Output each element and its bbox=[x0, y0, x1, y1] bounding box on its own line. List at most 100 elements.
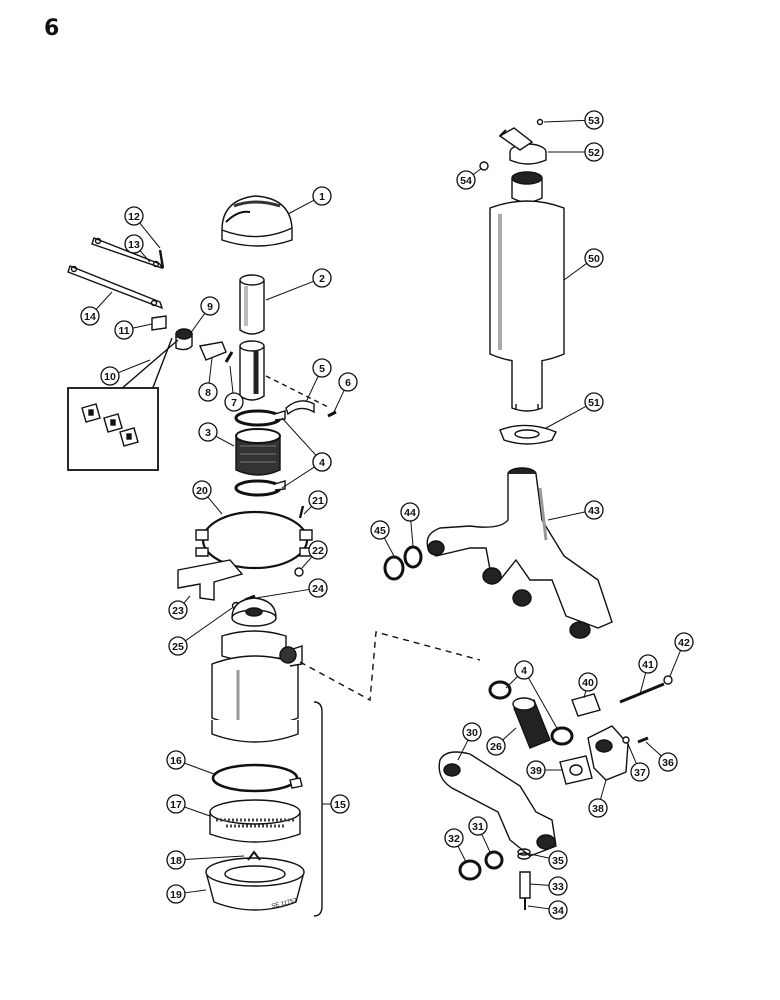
elbow-38 bbox=[587, 725, 629, 781]
leader-line bbox=[545, 405, 587, 429]
callout-c21: 21 bbox=[303, 490, 328, 515]
callout-c15: 15 bbox=[322, 794, 350, 814]
callout-c5: 5 bbox=[305, 358, 332, 403]
callout-number: 30 bbox=[466, 727, 478, 739]
gasket-44 bbox=[403, 545, 423, 569]
callout-number: 14 bbox=[84, 311, 96, 323]
bracket-8 bbox=[199, 341, 227, 361]
callout-circle bbox=[444, 828, 464, 848]
callout-c10: 10 bbox=[100, 359, 151, 386]
callout-circle bbox=[578, 672, 598, 692]
callout-c8: 8 bbox=[198, 357, 218, 402]
callout-c19: 19 bbox=[166, 884, 207, 904]
hose-clamp-lower bbox=[234, 479, 286, 497]
callout-c11: 11 bbox=[114, 320, 153, 340]
leader-line bbox=[529, 883, 550, 886]
callout-c9: 9 bbox=[189, 296, 220, 335]
leader-line bbox=[639, 672, 647, 695]
leader-line bbox=[305, 375, 319, 403]
callout-number: 35 bbox=[552, 855, 564, 867]
callout-circle bbox=[168, 636, 188, 656]
callout-circle bbox=[400, 502, 420, 522]
callout-circle bbox=[308, 578, 328, 598]
callout-number: 24 bbox=[312, 583, 324, 595]
callout-circle bbox=[548, 876, 568, 896]
callout-number: 10 bbox=[104, 371, 116, 383]
callout-circle bbox=[168, 600, 188, 620]
leader-line bbox=[627, 743, 637, 764]
callout-c22: 22 bbox=[301, 540, 328, 569]
callout-circle bbox=[514, 660, 534, 680]
callout-circle bbox=[312, 186, 332, 206]
callout-circle bbox=[330, 794, 350, 814]
leader-line bbox=[287, 199, 315, 215]
bolt-36 bbox=[637, 736, 649, 744]
callout-number: 26 bbox=[490, 741, 502, 753]
callout-number: 17 bbox=[170, 799, 182, 811]
clip-5 bbox=[285, 400, 315, 416]
routing-line bbox=[299, 631, 481, 702]
callout-c50: 50 bbox=[563, 248, 604, 281]
nut-22 bbox=[294, 567, 304, 577]
clamp-ring bbox=[211, 763, 303, 793]
leader-line bbox=[215, 435, 235, 447]
spring-35 bbox=[517, 848, 531, 860]
callout-number: 25 bbox=[172, 641, 184, 653]
callout-c44: 44 bbox=[400, 502, 420, 547]
gasket-45 bbox=[383, 555, 405, 581]
clip-11 bbox=[151, 315, 167, 331]
callout-number: 6 bbox=[345, 377, 351, 389]
callout-number: 51 bbox=[588, 397, 600, 409]
gasket-31 bbox=[484, 850, 504, 870]
bolt-6 bbox=[327, 410, 337, 418]
leader-line bbox=[184, 855, 245, 860]
gasket-51 bbox=[499, 424, 557, 445]
bolt-7 bbox=[224, 351, 234, 363]
callout-number: 20 bbox=[196, 485, 208, 497]
screw-21 bbox=[298, 505, 305, 519]
callout-c37: 37 bbox=[627, 743, 650, 782]
callout-number: 54 bbox=[460, 175, 472, 187]
screw-12 bbox=[158, 249, 165, 269]
callout-number: 52 bbox=[588, 147, 600, 159]
callout-number: 53 bbox=[588, 115, 600, 127]
brace-14 bbox=[67, 265, 164, 310]
callout-circle bbox=[638, 654, 658, 674]
leader-line bbox=[528, 677, 559, 731]
callout-circle bbox=[630, 762, 650, 782]
air-cleaner-body bbox=[211, 597, 303, 743]
callout-c42: 42 bbox=[669, 632, 694, 677]
callout-number: 22 bbox=[312, 545, 324, 557]
leader-line bbox=[669, 650, 682, 677]
leader-line bbox=[185, 607, 233, 642]
callout-circle bbox=[674, 632, 694, 652]
intake-tube bbox=[239, 274, 265, 335]
callout-c12: 12 bbox=[124, 206, 161, 249]
callout-c4b: 4 bbox=[281, 452, 332, 489]
callout-number: 11 bbox=[118, 325, 129, 337]
callout-c45: 45 bbox=[370, 520, 395, 557]
exhaust-manifold bbox=[426, 467, 613, 639]
callout-c41: 41 bbox=[638, 654, 658, 695]
callout-c17: 17 bbox=[166, 794, 211, 817]
callout-circle bbox=[124, 206, 144, 226]
callout-number: 44 bbox=[404, 507, 416, 519]
callout-circle bbox=[462, 722, 482, 742]
leader-line bbox=[265, 280, 314, 301]
spacer-9 bbox=[175, 328, 193, 351]
callout-number: 36 bbox=[662, 757, 674, 769]
leader-line bbox=[583, 690, 587, 699]
intake-manifold bbox=[438, 751, 557, 857]
callout-number: 12 bbox=[128, 211, 140, 223]
callout-circle bbox=[486, 736, 506, 756]
leader-line bbox=[281, 417, 317, 456]
mounting-band bbox=[195, 510, 313, 570]
filter-element bbox=[209, 799, 301, 843]
callout-number: 33 bbox=[552, 881, 564, 893]
callout-number: 19 bbox=[170, 889, 182, 901]
callout-circle bbox=[312, 358, 332, 378]
callout-number: 40 bbox=[582, 677, 594, 689]
callout-c23: 23 bbox=[168, 595, 191, 620]
leader-line bbox=[333, 389, 345, 413]
